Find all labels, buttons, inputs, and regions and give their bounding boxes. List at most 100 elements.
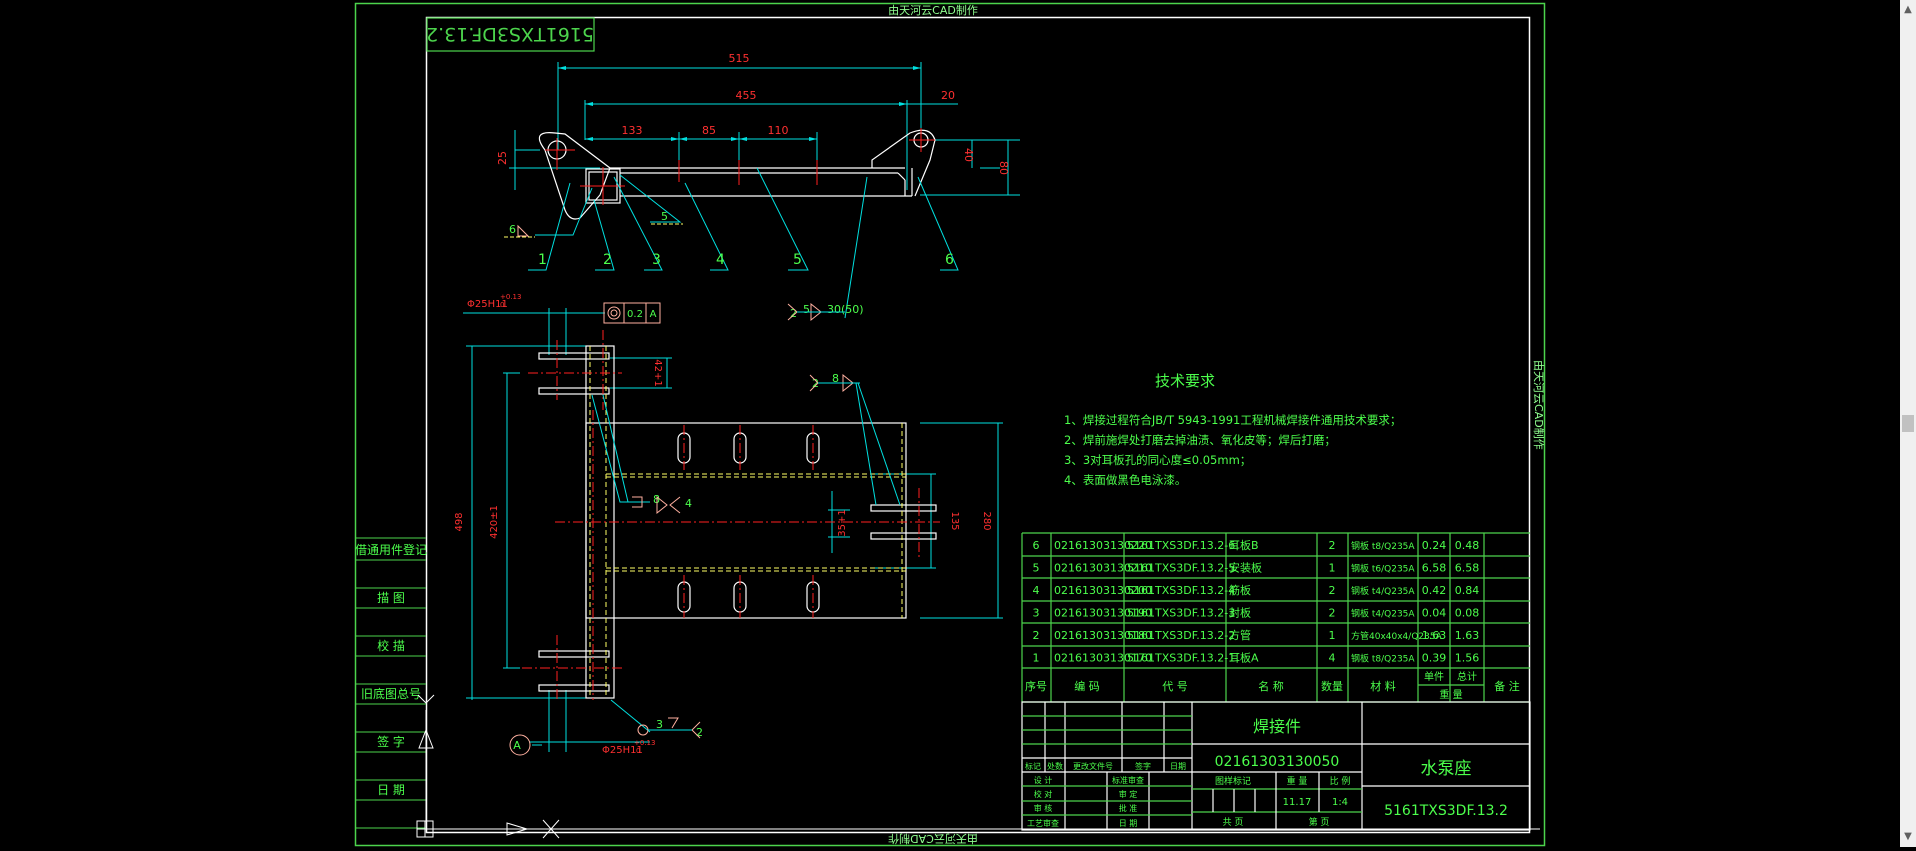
dim-80: 80	[997, 161, 1010, 175]
tolerance-datum: A	[650, 309, 657, 320]
scale-label: 比 例	[1330, 775, 1351, 787]
scroll-down-arrow-icon[interactable]: ▼	[1904, 831, 1912, 842]
datum-circle-icon	[509, 734, 531, 756]
weld-box-count: 4	[685, 497, 692, 510]
bom-cell-qty: 2	[1329, 584, 1336, 597]
sign-label: 审 核	[1034, 803, 1053, 813]
dim-135: 135	[949, 511, 960, 530]
dim-420: 420±1	[489, 505, 500, 539]
weld-note-left: 2	[790, 307, 797, 320]
drawing-number: 5161TXS3DF.13.2	[1384, 803, 1508, 819]
watermark-bottom: 由天河云CAD制作	[888, 832, 978, 846]
inner-frame	[425, 16, 1531, 834]
bom-cell-unit: 0.39	[1422, 652, 1447, 665]
sign-label: 标准审查	[1112, 775, 1144, 785]
bom-cell-unit: 6.58	[1422, 562, 1447, 575]
top-view: 515 455 133 85 110 20 25 40 80	[496, 52, 1020, 322]
tech-item: 4、表面做黑色电泳漆。	[1064, 473, 1186, 487]
weld-8-left: 2	[812, 377, 819, 390]
bom-cell-qty: 4	[1329, 652, 1336, 665]
tech-item: 1、焊接过程符合JB/T 5943-1991工程机械焊接件通用技术要求；	[1064, 413, 1401, 427]
fillet-weld-icon	[517, 224, 530, 237]
tolerance-frame: 0.2 A	[603, 302, 661, 324]
pointer-marker-icon	[433, 819, 1540, 839]
title-block-text: 焊接件 02161303130050 水泵座 5161TXS3DF.13.2 图…	[1025, 717, 1508, 828]
sign-label: 批 准	[1119, 803, 1138, 813]
balloon-6: 6	[945, 252, 954, 268]
hole-tol-upper-2: +0.13	[634, 739, 655, 747]
bom-cell-name: 安装板	[1229, 561, 1262, 575]
part-name: 水泵座	[1421, 759, 1472, 779]
bom-cell-no: 4	[1033, 584, 1040, 597]
watermark-top: 由天河云CAD制作	[888, 3, 978, 17]
bom-cell-total: 0.08	[1455, 607, 1480, 620]
bom-cell-code: 02161303130200	[1054, 584, 1152, 597]
scrollbar-thumb[interactable]	[1902, 415, 1914, 432]
header-name: 名 称	[1258, 679, 1284, 693]
bom-cell-no: 5	[1033, 562, 1040, 575]
concentricity-icon	[607, 306, 621, 320]
tech-item: 3、3对耳板孔的同心度≤0.05mm；	[1064, 453, 1251, 467]
tech-title: 技术要求	[1155, 372, 1215, 390]
bom-cell-qty: 1	[1329, 629, 1336, 642]
tolerance-value: 0.2	[627, 309, 643, 320]
rev-label: 处数	[1047, 761, 1063, 771]
bom-cell-no: 6	[1033, 539, 1040, 552]
rev-label: 更改文件号	[1073, 761, 1113, 771]
weld-8-size: 8	[832, 372, 839, 385]
sheet-label: 第 页	[1309, 816, 1330, 828]
dim-40: 40	[962, 148, 975, 162]
bom-cell-total: 0.48	[1455, 539, 1480, 552]
balloon-5: 5	[793, 252, 802, 268]
sign-label: 设 计	[1034, 775, 1053, 785]
bom-cell-total: 6.58	[1455, 562, 1480, 575]
bom-cell-drawing: 5161TXS3DF.13.2-5	[1127, 562, 1235, 575]
header-code: 编 码	[1074, 679, 1100, 693]
strip-label: 描 图	[377, 591, 405, 605]
vertical-scrollbar[interactable]: ▲ ▼	[1900, 0, 1916, 847]
mirrored-drawing-number: 5161TXS3DF.13.2	[426, 23, 594, 45]
dim-85: 85	[702, 124, 716, 137]
header-unit: 单件	[1424, 671, 1444, 683]
bom-cell-material: 钢板 t8/Q235A	[1351, 540, 1415, 552]
dim-20: 20	[941, 89, 955, 102]
strip-label: 签 字	[377, 734, 405, 749]
bom-cell-no: 1	[1033, 652, 1040, 665]
scale-value: 1:4	[1332, 797, 1348, 808]
bom-cell-material: 钢板 t4/Q235A	[1351, 585, 1415, 597]
weld-3-size: 3	[656, 718, 663, 731]
tech-item: 2、焊前施焊处打磨去掉油渍、氧化皮等；焊后打磨；	[1064, 433, 1336, 447]
strip-label: 校 描	[377, 638, 405, 653]
outer-frame	[354, 2, 1546, 847]
hole-dim-bottom: Φ25H11	[602, 745, 643, 756]
header-drawing: 代 号	[1162, 680, 1188, 693]
balloon-2: 2	[603, 252, 612, 268]
bom-cell-total: 0.84	[1455, 584, 1480, 597]
balloon-4: 4	[716, 252, 725, 268]
ucs-icon	[416, 694, 435, 838]
strip-label: 借通用件登记	[355, 542, 427, 557]
scroll-up-arrow-icon[interactable]: ▲	[1904, 4, 1912, 15]
sign-label: 审 定	[1119, 789, 1138, 799]
dim-42: 42+1	[652, 359, 663, 386]
rev-label: 日期	[1170, 762, 1186, 771]
strip-label: 旧底图总号	[361, 686, 421, 701]
dim-35: 35+1	[837, 509, 848, 536]
bom-cell-unit: 0.24	[1422, 539, 1447, 552]
title-block	[1021, 701, 1531, 831]
bom-cell-name: 耳板A	[1229, 651, 1259, 665]
dim-455: 455	[736, 89, 757, 102]
left-strip: 借通用件登记 描 图 校 描 旧底图总号 签 字 日 期	[355, 537, 427, 829]
sheets-label: 共 页	[1223, 817, 1244, 828]
bom-cell-unit: 0.04	[1422, 607, 1447, 620]
weld-note-size: 5	[803, 303, 810, 316]
bom-cell-material: 方管40x40x4/Q235A	[1351, 630, 1443, 642]
hole-tol-upper: +0.13	[500, 293, 521, 301]
